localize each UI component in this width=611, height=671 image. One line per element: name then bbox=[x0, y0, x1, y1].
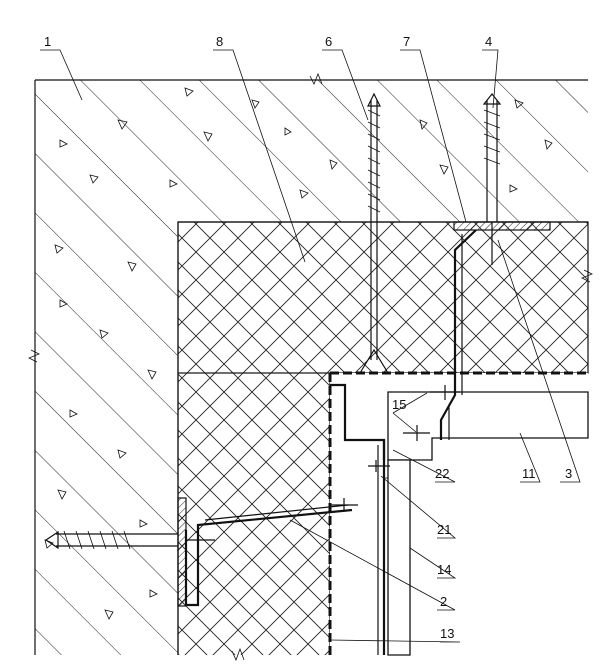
callout-14: 14 bbox=[437, 562, 451, 577]
callout-11: 11 bbox=[522, 466, 536, 481]
callout-21: 21 bbox=[437, 522, 451, 537]
callout-15: 15 bbox=[392, 397, 406, 412]
callout-4: 4 bbox=[485, 34, 492, 49]
lower-bracket bbox=[177, 497, 353, 607]
callout-labels: 1 8 6 7 4 15 22 11 3 21 14 2 13 bbox=[44, 34, 572, 641]
facade-panel bbox=[384, 459, 411, 656]
callout-8: 8 bbox=[216, 34, 223, 49]
aggregate-marks bbox=[44, 87, 553, 620]
callout-22: 22 bbox=[435, 466, 449, 481]
callout-7: 7 bbox=[403, 34, 410, 49]
callout-13: 13 bbox=[440, 626, 454, 641]
lower-dowel bbox=[44, 530, 215, 550]
callout-6: 6 bbox=[325, 34, 332, 49]
callout-2: 2 bbox=[440, 594, 447, 609]
l-profile bbox=[330, 383, 386, 655]
screws bbox=[330, 385, 460, 512]
upper-bracket bbox=[439, 221, 551, 440]
callout-3: 3 bbox=[565, 466, 572, 481]
upper-dowel bbox=[482, 93, 502, 265]
callout-1: 1 bbox=[44, 34, 51, 49]
long-anchor bbox=[359, 92, 389, 374]
membrane bbox=[328, 371, 588, 655]
leader-lines bbox=[40, 49, 581, 643]
insulation-layer bbox=[177, 221, 589, 655]
